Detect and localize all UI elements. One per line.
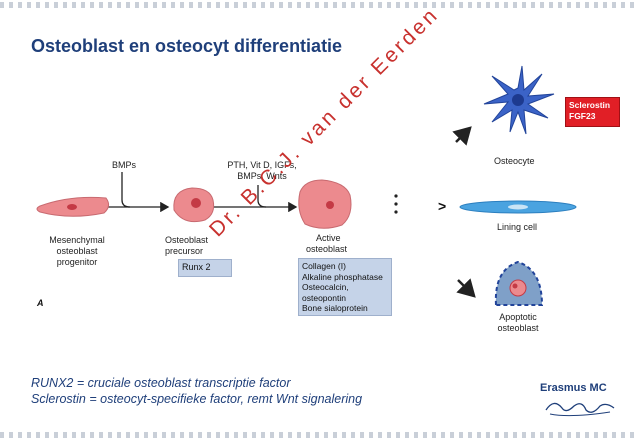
arrow-to-apoptotic: [456, 278, 476, 298]
arrow-to-lining-cell: >: [438, 198, 447, 214]
precursor-label: Osteoblast precursor: [165, 235, 209, 256]
precursor-nucleus: [191, 198, 201, 208]
bmps-arrow: [121, 172, 131, 208]
lining-cell-label: Lining cell: [497, 222, 538, 232]
mesenchymal-nucleus: [67, 204, 77, 210]
bottom-dotted-border: [0, 432, 638, 438]
osteocyte-label: Osteocyte: [494, 156, 535, 166]
erasmus-logo: Erasmus MC: [540, 382, 620, 418]
slide-title: Osteoblast en osteocyt differentiatie: [31, 36, 343, 56]
active-nucleus: [326, 201, 334, 209]
bmps-label: BMPs: [112, 160, 137, 170]
sclerostin-box: Sclerostin FGF23: [565, 97, 620, 127]
mesenchymal-label: Mesenchymal osteoblast progenitor: [49, 235, 105, 267]
apoptotic-label: Apoptotic osteoblast: [497, 312, 539, 333]
osteocyte-cell: [483, 65, 555, 135]
active-marker-box: Collagen (I) Alkaline phosphatase Osteoc…: [298, 258, 392, 316]
lining-nucleus: [508, 204, 528, 210]
top-dotted-border: [0, 2, 638, 8]
pth-label: PTH, Vit D, IGFs, BMPs, Wnts: [227, 160, 297, 181]
runx2-marker-box: Runx 2: [178, 259, 232, 277]
footer-notes: RUNX2 = cruciale osteoblast transcriptie…: [31, 376, 363, 406]
active-osteoblast-shape: [298, 179, 352, 229]
apoptotic-cell: [494, 260, 544, 306]
active-osteoblast-label: Active osteoblast: [306, 233, 348, 254]
arrow-to-osteocyte: [452, 126, 472, 146]
logo-signature-icon: [545, 402, 615, 417]
panel-letter: A: [37, 298, 44, 308]
pth-arrow: [257, 185, 267, 208]
